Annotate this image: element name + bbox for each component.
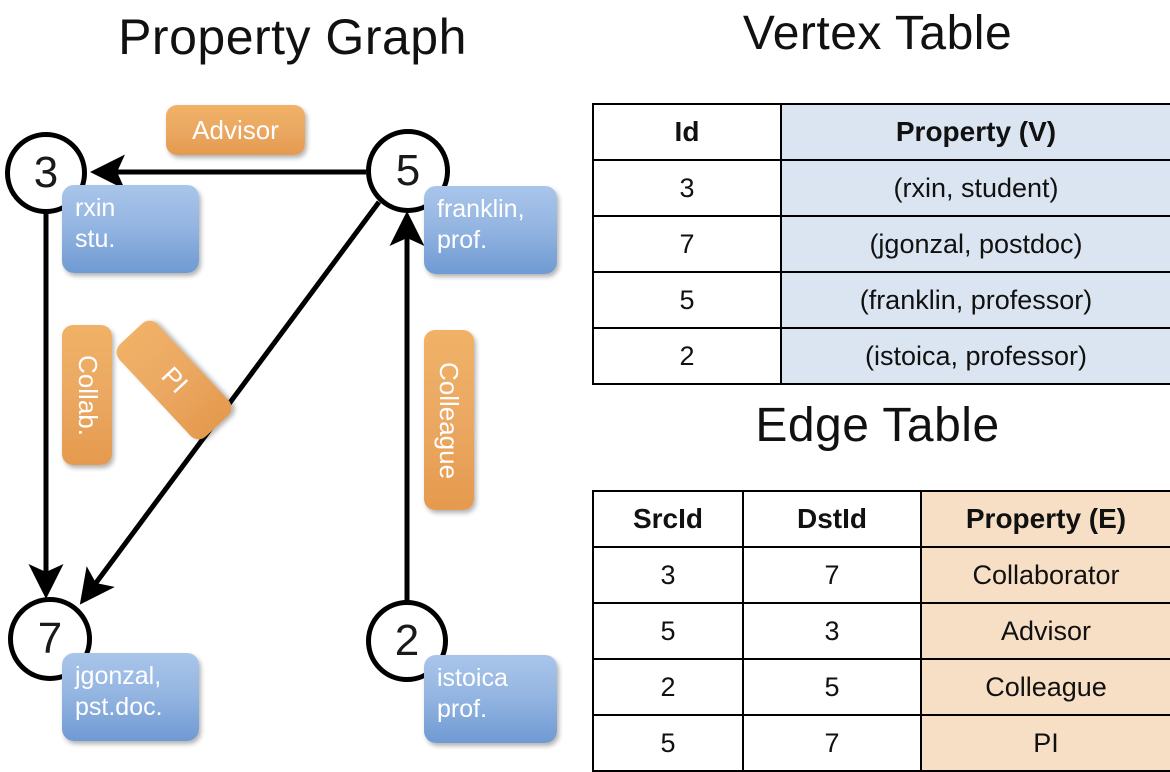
edge-cell-dst: 7 [742, 714, 922, 772]
edge-label-colleague: Colleague [424, 330, 474, 510]
vertex-cell-id: 3 [592, 159, 782, 217]
vertex-cell-id: 5 [592, 271, 782, 329]
vertex-property-box-5-line1: franklin, [437, 195, 525, 223]
edge-cell-dst: 7 [742, 546, 922, 604]
edge-label-colleague-text: Colleague [434, 361, 465, 479]
vertex-property-box-3: rxin stu. [62, 185, 199, 273]
table-row: 2 (istoica, professor) [592, 327, 1170, 385]
edge-label-collab-text: Collab. [72, 354, 103, 436]
table-row: 5 3 Advisor [592, 602, 1170, 660]
edge-table-header-row: SrcId DstId Property (E) [592, 490, 1170, 548]
edge-label-pi-text: PI [155, 360, 194, 399]
vertex-table: Id Property (V) 3 (rxin, student) 7 (jgo… [592, 103, 1170, 385]
property-graph-diagram: 3 rxin stu. 5 franklin, prof. 7 jgonzal,… [0, 0, 585, 760]
vertex-cell-property: (rxin, student) [780, 159, 1170, 217]
edge-label-advisor-text: Advisor [192, 114, 279, 145]
edge-cell-dst: 3 [742, 602, 922, 660]
vertex-property-box-7-line2: pst.doc. [75, 692, 163, 721]
graph-node-7-label: 7 [37, 614, 63, 663]
vertex-property-box-2-line1: istoica [437, 664, 508, 692]
vertex-cell-id: 7 [592, 215, 782, 273]
edge-cell-property: Advisor [920, 602, 1170, 660]
vertex-property-box-3-line2: stu. [75, 224, 116, 253]
edge-5-to-7 [79, 200, 382, 605]
page-title-property-graph: Property Graph [118, 9, 467, 65]
edge-cell-src: 3 [592, 546, 744, 604]
edge-cell-src: 5 [592, 714, 744, 772]
vertex-cell-property: (franklin, professor) [780, 271, 1170, 329]
vertex-cell-property: (jgonzal, postdoc) [780, 215, 1170, 273]
edge-cell-dst: 5 [742, 658, 922, 716]
vertex-property-box-5: franklin, prof. [424, 186, 557, 274]
graph-edges [28, 154, 425, 605]
table-row: 7 (jgonzal, postdoc) [592, 215, 1170, 273]
table-row: 2 5 Colleague [592, 658, 1170, 716]
vertex-property-box-3-line1: rxin [75, 194, 116, 222]
table-row: 3 (rxin, student) [592, 159, 1170, 217]
vertex-table-header-row: Id Property (V) [592, 103, 1170, 161]
page-title-edge-table: Edge Table [755, 399, 1000, 452]
graph-node-3-label: 3 [33, 148, 59, 197]
edge-table-col-dstid: DstId [742, 490, 922, 548]
edge-label-advisor: Advisor [166, 105, 305, 155]
vertex-table-col-property: Property (V) [780, 103, 1170, 161]
graph-node-5-label: 5 [395, 146, 421, 195]
vertex-table-col-id: Id [592, 103, 782, 161]
vertex-property-box-2-line2: prof. [437, 694, 488, 723]
edge-table-col-srcid: SrcId [592, 490, 744, 548]
edge-cell-src: 2 [592, 658, 744, 716]
vertex-cell-property: (istoica, professor) [780, 327, 1170, 385]
graph-node-2[interactable]: 2 [366, 600, 448, 682]
vertex-property-box-7: jgonzal, pst.doc. [62, 653, 199, 741]
edge-cell-property: Collaborator [920, 546, 1170, 604]
vertex-cell-id: 2 [592, 327, 782, 385]
graph-node-2-label: 2 [394, 616, 420, 665]
vertex-property-box-5-line2: prof. [437, 225, 488, 254]
vertex-property-box-2: istoica prof. [424, 655, 557, 743]
graph-node-5[interactable]: 5 [366, 129, 450, 213]
table-row: 3 7 Collaborator [592, 546, 1170, 604]
edge-cell-property: Colleague [920, 658, 1170, 716]
table-row: 5 7 PI [592, 714, 1170, 772]
table-row: 5 (franklin, professor) [592, 271, 1170, 329]
edge-label-collab: Collab. [62, 325, 112, 465]
edge-table-col-property: Property (E) [920, 490, 1170, 548]
page-title-vertex-table: Vertex Table [742, 7, 1013, 60]
edge-cell-property: PI [920, 714, 1170, 772]
vertex-property-box-7-line1: jgonzal, [75, 662, 162, 690]
edge-cell-src: 5 [592, 602, 744, 660]
edge-table: SrcId DstId Property (E) 3 7 Collaborato… [592, 490, 1170, 772]
